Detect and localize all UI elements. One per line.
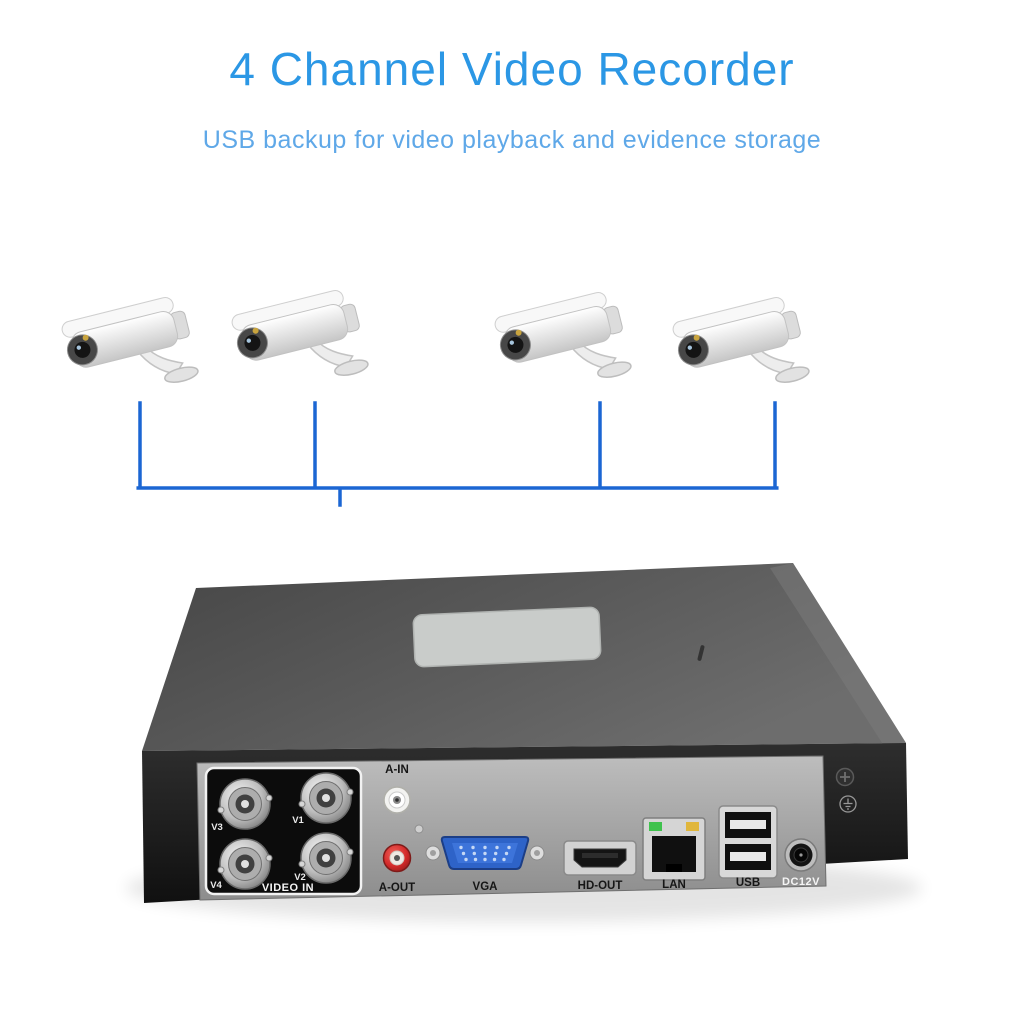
usb-ports: [718, 805, 778, 879]
panel-screw-small: [414, 824, 424, 834]
security-camera-4: [670, 292, 813, 408]
page-title: 4 Channel Video Recorder: [229, 43, 795, 95]
rca-jack-audio-out: [382, 843, 412, 873]
lan-port: [642, 817, 706, 881]
dvr-unit: V3 V1 V4 V2 VIDEO IN A-IN: [126, 563, 922, 922]
vga-port: [425, 836, 545, 870]
audio-jacks: A-IN A-OUT: [379, 764, 424, 894]
label-lan: LAN: [662, 879, 686, 891]
label-vga: VGA: [473, 881, 498, 893]
security-camera-2: [229, 285, 372, 401]
label-hd-out: HD-OUT: [578, 880, 623, 892]
label-video-in: VIDEO IN: [262, 882, 314, 894]
label-v3: V3: [211, 822, 223, 833]
security-camera-1: [59, 292, 202, 408]
dvr-indicator-mark: [697, 645, 705, 661]
security-camera-3: [492, 287, 635, 403]
label-dc12v: DC12V: [782, 876, 820, 888]
chassis-screw: [835, 767, 855, 787]
connection-cables: [136, 401, 779, 507]
label-a-out: A-OUT: [379, 882, 415, 894]
label-v4: V4: [210, 880, 222, 891]
label-v1: V1: [292, 815, 304, 826]
rca-jack-audio-in: [383, 786, 411, 814]
label-a-in: A-IN: [385, 764, 409, 776]
dvr-top-sticker: [412, 606, 602, 668]
label-v2: V2: [294, 872, 306, 883]
hdmi-port: [563, 840, 637, 876]
ground-icon: [839, 795, 857, 813]
video-in-block: V3 V1 V4 V2 VIDEO IN: [204, 766, 363, 896]
label-usb: USB: [736, 877, 760, 889]
dvr-top-edge-highlight: [770, 563, 906, 746]
page-subtitle: USB backup for video playback and eviden…: [202, 126, 822, 154]
dc-power-jack: [784, 838, 818, 872]
